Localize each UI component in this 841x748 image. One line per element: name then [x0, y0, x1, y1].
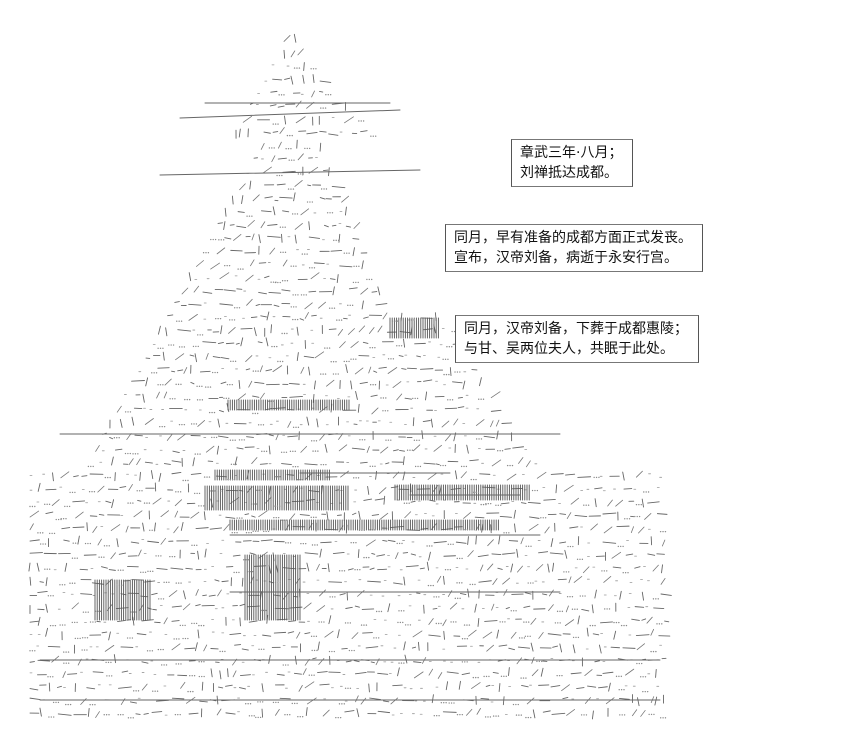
caption-box-2: 同月，早有准备的成都方面正式发丧。 宣布，汉帝刘备，病逝于永安行宫。 — [445, 224, 703, 272]
caption-box-3: 同月，汉帝刘备，下葬于成都惠陵； 与甘、吴两位夫人，共眠于此处。 — [455, 315, 699, 363]
caption-3-line-2: 与甘、吴两位夫人，共眠于此处。 — [464, 341, 674, 357]
caption-box-1: 章武三年·八月； 刘禅抵达成都。 — [511, 139, 634, 187]
caption-3-line-1: 同月，汉帝刘备，下葬于成都惠陵； — [464, 321, 688, 337]
caption-2-line-1: 同月，早有准备的成都方面正式发丧。 — [454, 230, 692, 246]
caption-1-line-1: 章武三年·八月； — [520, 145, 623, 161]
caption-1-line-2: 刘禅抵达成都。 — [520, 165, 618, 181]
caption-2-line-2: 宣布，汉帝刘备，病逝于永安行宫。 — [454, 250, 678, 266]
ascii-art-dots — [29, 67, 667, 719]
ascii-art-strokes — [28, 33, 672, 720]
